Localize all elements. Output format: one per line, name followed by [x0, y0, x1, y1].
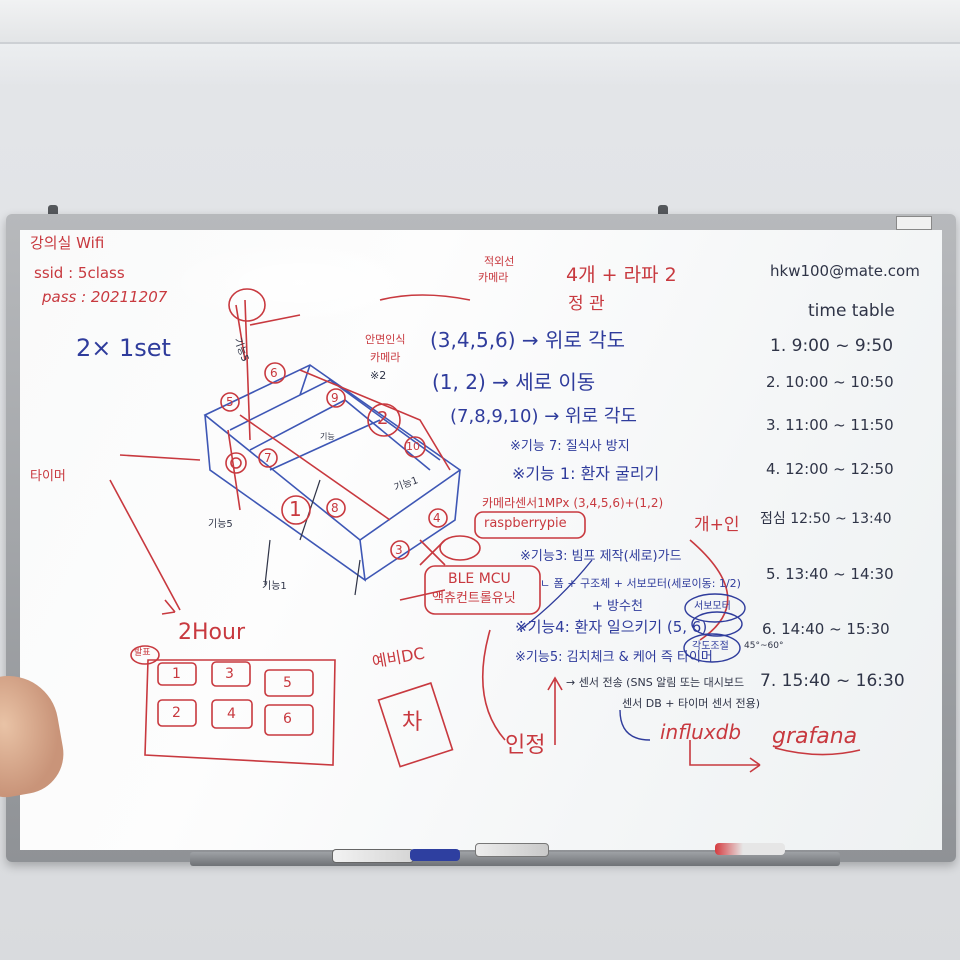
mcu-label: BLE MCU — [448, 571, 511, 587]
ceiling — [0, 0, 960, 44]
blue-marker — [410, 849, 460, 861]
time-row-1: 1. 9:00 ~ 9:50 — [770, 336, 894, 356]
sketch-circle-1: 1 — [289, 497, 302, 521]
note-line-2: (1, 2) → 세로 이동 — [432, 370, 596, 394]
wifi-pass: pass : 20211207 — [42, 288, 168, 306]
sketch-label-func1: 기능1 — [262, 581, 287, 592]
wifi-ssid: ssid : 5class — [34, 264, 125, 282]
header-infrared: 적외선 — [484, 255, 515, 268]
grafana-label: grafana — [772, 724, 858, 749]
sketch-circle-7: 7 — [264, 451, 272, 465]
seat-3: 3 — [225, 666, 234, 682]
seat-1: 1 — [172, 666, 181, 682]
header-compare: 정 관 — [568, 294, 605, 314]
seat-presenter-label: 발표 — [134, 648, 151, 658]
header-camera: 카메라 — [478, 271, 509, 284]
board-hook-left — [48, 205, 58, 219]
feature-7-note: ※기능 7: 질식사 방지 — [510, 439, 630, 454]
sketch-label-sensor: 기능 — [320, 432, 335, 441]
pump-note: ㄴ 폼 + 구조체 + 서보모터(세로이동: 1/2) — [540, 577, 741, 590]
time-row-7: 7. 15:40 ~ 16:30 — [760, 671, 905, 691]
contact-email: hkw100@mate.com — [770, 262, 920, 280]
time-table-title: time table — [808, 301, 895, 321]
angle-range-note: 45°~60° — [744, 641, 784, 651]
time-row-lunch: 점심 12:50 ~ 13:40 — [760, 511, 892, 527]
sketch-circle-2: 2 — [377, 408, 389, 429]
note-line-3: (7,8,9,10) → 위로 각도 — [450, 406, 637, 427]
board-hook-right — [658, 205, 668, 219]
actuator-label: 액츄컨트롤유닛 — [432, 591, 516, 606]
face-camera-count: ※2 — [370, 369, 387, 382]
brand-sticker — [896, 216, 932, 230]
feature-5-note: ※기능5: 김치체크 & 케어 즉 타이머 — [515, 650, 713, 665]
transfer-note: → 센서 전송 (SNS 알림 또는 대시보드 — [566, 676, 745, 689]
sketch-circle-4: 4 — [433, 511, 441, 525]
waterproof-note: + 방수천 — [592, 599, 643, 614]
face-camera-label: 안면인식 — [365, 333, 406, 346]
sketch-circle-8: 8 — [331, 501, 339, 515]
angle-note: 각도조절 — [692, 641, 729, 652]
time-row-5: 5. 13:40 ~ 14:30 — [766, 565, 894, 583]
db-note: 센서 DB + 타이머 센서 전용) — [622, 697, 761, 710]
time-row-3: 3. 11:00 ~ 11:50 — [766, 416, 894, 434]
whiteboard-surface — [20, 230, 942, 850]
box-label: 차 — [402, 710, 423, 735]
hour-label: 2Hour — [178, 620, 245, 645]
seat-4: 4 — [227, 706, 236, 722]
timer-label: 타이머 — [30, 469, 66, 484]
feature-3-note: ※기능3: 빔프 제작(세로)가드 — [520, 549, 682, 564]
seat-5: 5 — [283, 675, 292, 691]
time-row-6: 6. 14:40 ~ 15:30 — [762, 620, 890, 638]
note-line-1: (3,4,5,6) → 위로 각도 — [430, 328, 626, 352]
light-glare — [160, 238, 440, 328]
time-row-4: 4. 12:00 ~ 12:50 — [766, 460, 894, 478]
approve-label: 인정 — [505, 733, 546, 758]
servo-note: 서보모터 — [694, 601, 731, 612]
sketch-label-func5-bottom: 기능5 — [208, 519, 233, 530]
red-marker — [715, 843, 785, 855]
wifi-title: 강의실 Wifi — [30, 234, 105, 252]
sketch-circle-10: 10 — [406, 440, 420, 453]
wall — [0, 44, 960, 84]
eraser — [475, 843, 549, 857]
camera-mp-note: 카메라센서1MPx (3,4,5,6)+(1,2) — [482, 496, 664, 510]
plus-in-label: 개+인 — [694, 515, 740, 535]
feature-1-note: ※기능 1: 환자 굴리기 — [512, 464, 660, 483]
sketch-circle-5: 5 — [226, 395, 234, 409]
feature-4-note: ※기능4: 환자 일으키기 (5, 6) — [515, 618, 708, 636]
seat-2: 2 — [172, 705, 181, 721]
sketch-circle-3: 3 — [395, 543, 403, 557]
time-row-2: 2. 10:00 ~ 10:50 — [766, 373, 894, 391]
seat-6: 6 — [283, 711, 292, 727]
set-count: 2× 1set — [76, 334, 171, 362]
sketch-circle-6: 6 — [270, 366, 278, 380]
influxdb-label: influxdb — [660, 720, 742, 744]
sketch-circle-9: 9 — [331, 391, 339, 405]
face-camera-label-2: 카메라 — [370, 351, 401, 364]
raspberrypi-box: raspberrypie — [484, 516, 567, 531]
header-count: 4개 + 라파 2 — [566, 264, 677, 286]
black-marker — [332, 849, 414, 863]
